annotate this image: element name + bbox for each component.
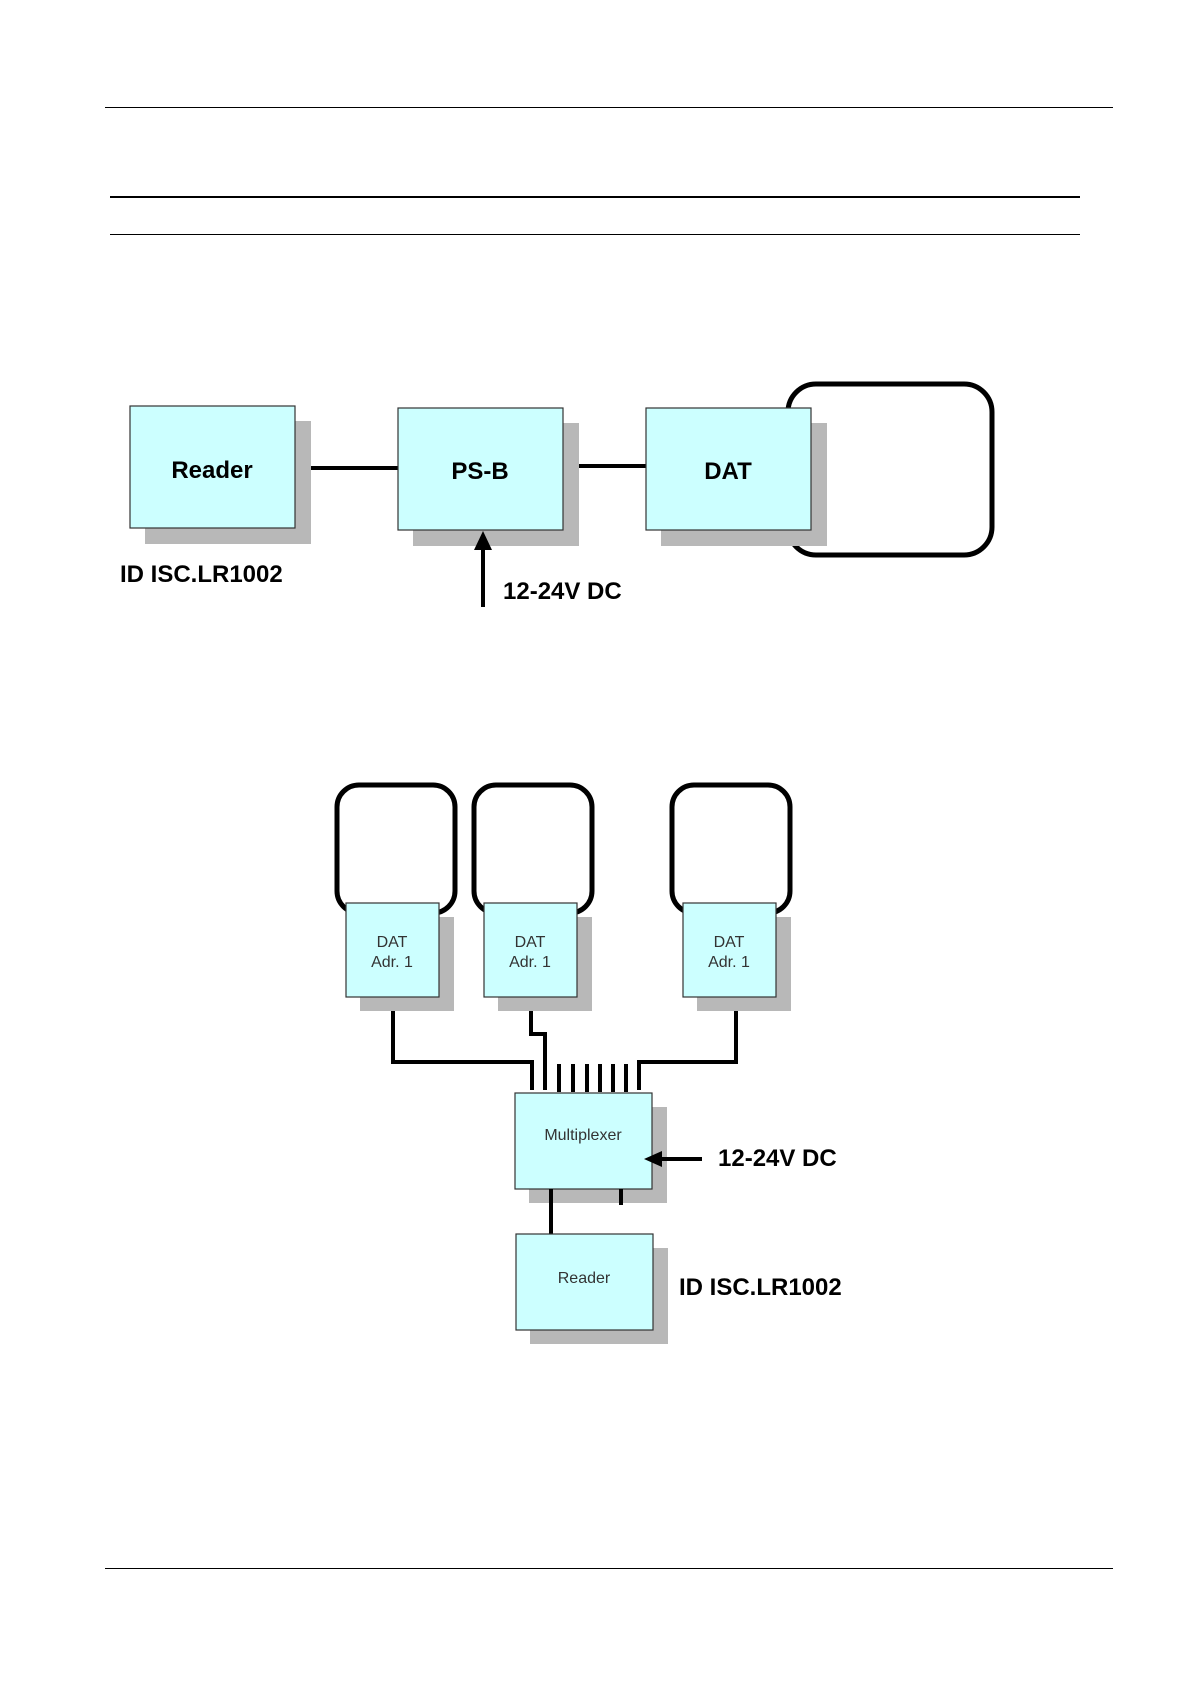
reader-2-model-label: ID ISC.LR1002 <box>679 1274 842 1301</box>
power-label: 12-24V DC <box>503 578 622 605</box>
multiplexer-label: Multiplexer <box>544 1127 622 1144</box>
mux-power-label: 12-24V DC <box>718 1145 837 1172</box>
dat-unit-3: DAT Adr. 1 <box>683 903 791 1011</box>
dat-unit-1-line2: Adr. 1 <box>371 954 413 971</box>
reader-box-2: Reader <box>516 1234 668 1344</box>
dat-unit-1: DAT Adr. 1 <box>346 903 454 1011</box>
dat-unit-3-line2: Adr. 1 <box>708 954 750 971</box>
reader-2-label: Reader <box>558 1270 611 1287</box>
dat-unit-2-line2: Adr. 1 <box>509 954 551 971</box>
antenna-loop-3-icon <box>672 785 790 913</box>
multiplexer-ports <box>559 1064 626 1092</box>
antenna-loop-2-icon <box>474 785 592 913</box>
reader-label: Reader <box>171 457 252 484</box>
dat-unit-2: DAT Adr. 1 <box>484 903 592 1011</box>
reader-model-label: ID ISC.LR1002 <box>120 561 283 588</box>
multiplexer-box: Multiplexer <box>515 1093 667 1203</box>
dat-unit-1-line1: DAT <box>377 934 408 951</box>
diagram-multiplexer: DAT Adr. 1 DAT Adr. 1 DAT Adr. 1 Multipl… <box>337 785 842 1344</box>
diagram-single-antenna: Reader PS-B DAT ID ISC.LR1002 12-24V DC <box>120 384 992 607</box>
dat-unit-3-line1: DAT <box>714 934 745 951</box>
antenna-loop-1-icon <box>337 785 455 913</box>
dat-unit-2-line1: DAT <box>515 934 546 951</box>
psb-box: PS-B <box>398 408 579 546</box>
psb-label: PS-B <box>451 458 508 485</box>
reader-box: Reader <box>130 406 311 544</box>
dat-label: DAT <box>704 458 752 485</box>
dat-box: DAT <box>646 408 827 546</box>
